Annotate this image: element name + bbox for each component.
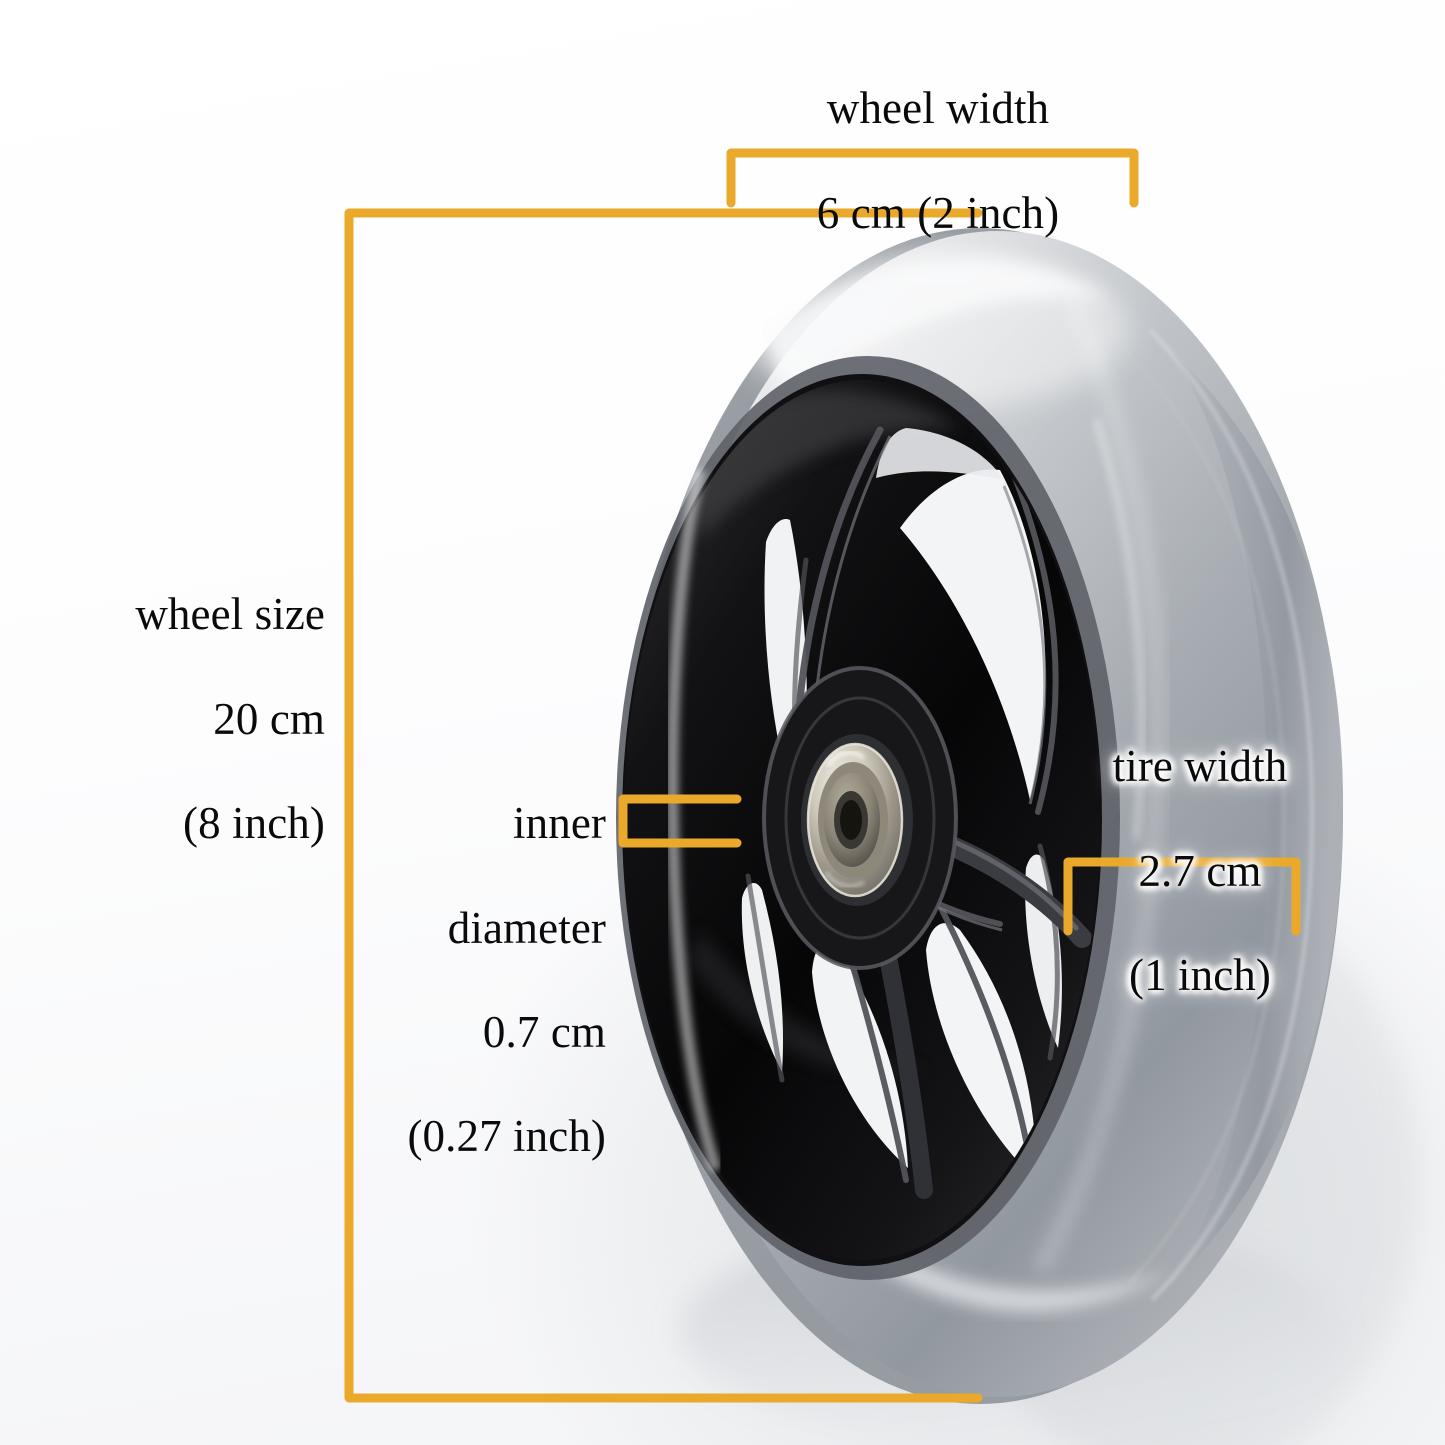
wheel-width-label: wheel width 6 cm (2 inch) [704, 30, 1172, 291]
tire-width-label: tire width 2.7 cm (1 inch) [1080, 688, 1320, 1053]
tire-width-line-3: (1 inch) [1129, 949, 1271, 1000]
inner-diameter-label: inner diameter 0.7 cm (0.27 inch) [318, 745, 606, 1215]
inner-diameter-line-4: (0.27 inch) [407, 1111, 606, 1162]
inner-diameter-line-3: 0.7 cm [482, 1006, 606, 1057]
wheel-width-line-2: 6 cm (2 inch) [816, 187, 1060, 238]
wheel-width-line-1: wheel width [826, 83, 1050, 134]
inner-diameter-line-1: inner [513, 798, 606, 849]
tire-width-bracket [1063, 857, 1301, 936]
wheel-size-line-1: wheel size [135, 589, 325, 640]
tire-width-line-1: tire width [1112, 741, 1288, 792]
wheel-size-line-3: (8 inch) [183, 797, 325, 848]
wheel-size-label: wheel size 20 cm (8 inch) [40, 536, 325, 901]
wheel-width-bracket [726, 148, 1139, 208]
tire-width-line-2: 2.7 cm [1138, 845, 1262, 896]
inner-diameter-line-2: diameter [447, 902, 606, 953]
inner-diameter-bracket [618, 794, 742, 848]
wheel-size-bracket [344, 208, 983, 1403]
wheel-size-line-2: 20 cm [213, 693, 325, 744]
